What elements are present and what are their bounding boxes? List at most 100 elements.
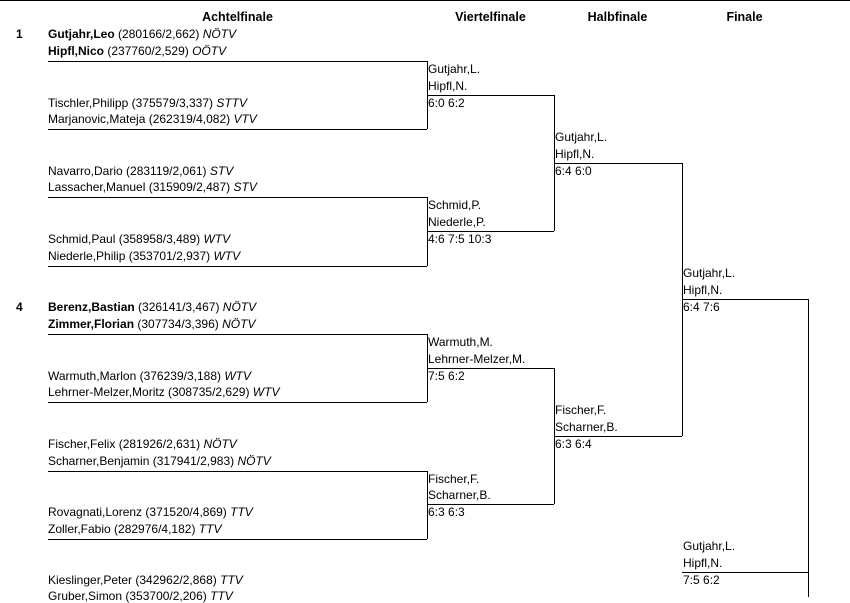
player-entry: Schmid,Paul (358958/3,489) WTV bbox=[48, 232, 230, 246]
match-score: 6:3 6:4 bbox=[555, 437, 592, 451]
player-club: STV bbox=[209, 164, 234, 178]
bracket-line bbox=[554, 436, 682, 437]
player-entry: Tischler,Philipp (375579/3,337) STTV bbox=[48, 96, 247, 110]
player-entry: Rovagnati,Lorenz (371520/4,869) TTV bbox=[48, 505, 253, 519]
player-club: NÖTV bbox=[222, 317, 256, 331]
bracket-line bbox=[427, 504, 554, 505]
player-entry: Marjanovic,Mateja (262319/4,082) VTV bbox=[48, 112, 257, 126]
player-info: (317941/2,983) bbox=[149, 454, 238, 468]
player-entry: Zoller,Fabio (282976/4,182) TTV bbox=[48, 522, 221, 536]
player-club: TTV bbox=[230, 505, 253, 519]
player-name: Schmid,Paul bbox=[48, 232, 116, 246]
bracket-line bbox=[48, 129, 427, 130]
bracket-line bbox=[427, 368, 554, 369]
winner-name: Lehrner-Melzer,M. bbox=[428, 352, 526, 366]
player-club: NÖTV bbox=[202, 27, 237, 41]
bracket-line bbox=[48, 402, 427, 403]
winner-name: Hipfl,N. bbox=[683, 283, 723, 297]
header-viertelfinale: Viertelfinale bbox=[455, 10, 526, 24]
match-score: 7:5 6:2 bbox=[428, 369, 465, 383]
winner-name: Warmuth,M. bbox=[428, 335, 493, 349]
player-club: WTV bbox=[224, 369, 251, 383]
seed-number: 1 bbox=[16, 27, 23, 41]
player-info: (371520/4,869) bbox=[142, 505, 231, 519]
player-name: Gutjahr,Leo bbox=[48, 27, 115, 41]
player-name: Scharner,Benjamin bbox=[48, 454, 150, 468]
player-name: Niederle,Philip bbox=[48, 249, 126, 263]
match-score: 7:5 6:2 bbox=[683, 573, 720, 587]
player-entry: Gutjahr,Leo (280166/2,662) NÖTV bbox=[48, 27, 236, 41]
winner-name: Schmid,P. bbox=[428, 198, 482, 212]
player-club: TTV bbox=[210, 589, 233, 603]
winner-name: Gutjahr,L. bbox=[683, 266, 736, 280]
top-border bbox=[0, 0, 850, 1]
player-club: WTV bbox=[213, 249, 241, 263]
player-info: (358958/3,489) bbox=[115, 232, 204, 246]
match-score: 4:6 7:5 10:3 bbox=[428, 232, 492, 246]
player-club: NÖTV bbox=[222, 300, 257, 314]
player-club: STV bbox=[233, 180, 257, 194]
player-entry: Berenz,Bastian (326141/3,467) NÖTV bbox=[48, 300, 256, 314]
player-info: (353700/2,206) bbox=[122, 589, 211, 603]
player-name: Hipfl,Nico bbox=[48, 44, 104, 58]
player-entry: Lassacher,Manuel (315909/2,487) STV bbox=[48, 180, 257, 194]
player-club: TTV bbox=[198, 522, 222, 536]
player-entry: Gruber,Simon (353700/2,206) TTV bbox=[48, 589, 233, 603]
player-entry: Niederle,Philip (353701/2,937) WTV bbox=[48, 249, 240, 263]
player-info: (375579/3,337) bbox=[128, 96, 217, 110]
player-club: VTV bbox=[233, 112, 257, 126]
player-name: Marjanovic,Mateja bbox=[48, 112, 146, 126]
winner-name: Fischer,F. bbox=[555, 403, 607, 417]
header-finale: Finale bbox=[726, 10, 763, 24]
winner-name: Gutjahr,L. bbox=[555, 130, 608, 144]
bracket-line bbox=[48, 334, 427, 335]
player-info: (237760/2,529) bbox=[104, 44, 193, 58]
player-entry: Kieslinger,Peter (342962/2,868) TTV bbox=[48, 573, 243, 587]
winner-name: Hipfl,N. bbox=[683, 556, 723, 570]
bracket-line bbox=[554, 163, 682, 164]
player-name: Navarro,Dario bbox=[48, 164, 123, 178]
player-name: Tischler,Philipp bbox=[48, 96, 129, 110]
winner-name: Gutjahr,L. bbox=[428, 62, 481, 76]
player-club: NÖTV bbox=[237, 454, 271, 468]
winner-name: Hipfl,N. bbox=[555, 147, 595, 161]
bracket-line bbox=[48, 471, 427, 472]
player-entry: Hipfl,Nico (237760/2,529) OÖTV bbox=[48, 44, 226, 58]
player-name: Lehrner-Melzer,Moritz bbox=[48, 385, 165, 399]
bracket-line bbox=[427, 95, 554, 96]
bracket-line bbox=[48, 61, 427, 62]
player-entry: Fischer,Felix (281926/2,631) NÖTV bbox=[48, 437, 237, 451]
bracket-line bbox=[48, 266, 427, 267]
bracket-line bbox=[427, 231, 554, 232]
player-club: WTV bbox=[252, 385, 280, 399]
player-info: (281926/2,631) bbox=[115, 437, 204, 451]
match-score: 6:4 6:0 bbox=[555, 164, 592, 178]
player-info: (282976/4,182) bbox=[110, 522, 199, 536]
player-name: Warmuth,Marlon bbox=[48, 369, 137, 383]
player-info: (262319/4,082) bbox=[145, 112, 234, 126]
player-club: OÖTV bbox=[192, 44, 227, 58]
player-info: (308735/2,629) bbox=[164, 385, 253, 399]
player-info: (342962/2,868) bbox=[132, 573, 221, 587]
header-achtelfinale: Achtelfinale bbox=[202, 10, 273, 24]
bracket-connector bbox=[427, 471, 428, 539]
player-name: Berenz,Bastian bbox=[48, 300, 135, 314]
bracket-connector bbox=[808, 299, 809, 597]
player-name: Fischer,Felix bbox=[48, 437, 116, 451]
winner-name: Scharner,B. bbox=[428, 488, 491, 502]
player-info: (376239/3,188) bbox=[136, 369, 225, 383]
match-score: 6:3 6:3 bbox=[428, 505, 465, 519]
player-name: Gruber,Simon bbox=[48, 589, 123, 603]
player-info: (315909/2,487) bbox=[145, 180, 234, 194]
player-club: WTV bbox=[203, 232, 231, 246]
bracket-line bbox=[682, 299, 809, 300]
player-entry: Navarro,Dario (283119/2,061) STV bbox=[48, 164, 233, 178]
player-info: (307734/3,396) bbox=[134, 317, 223, 331]
player-name: Lassacher,Manuel bbox=[48, 180, 146, 194]
player-name: Zoller,Fabio bbox=[48, 522, 111, 536]
player-entry: Zimmer,Florian (307734/3,396) NÖTV bbox=[48, 317, 255, 331]
winner-name: Hipfl,N. bbox=[428, 79, 468, 93]
player-name: Kieslinger,Peter bbox=[48, 573, 133, 587]
bracket-line bbox=[48, 539, 427, 540]
winner-name: Scharner,B. bbox=[555, 420, 618, 434]
